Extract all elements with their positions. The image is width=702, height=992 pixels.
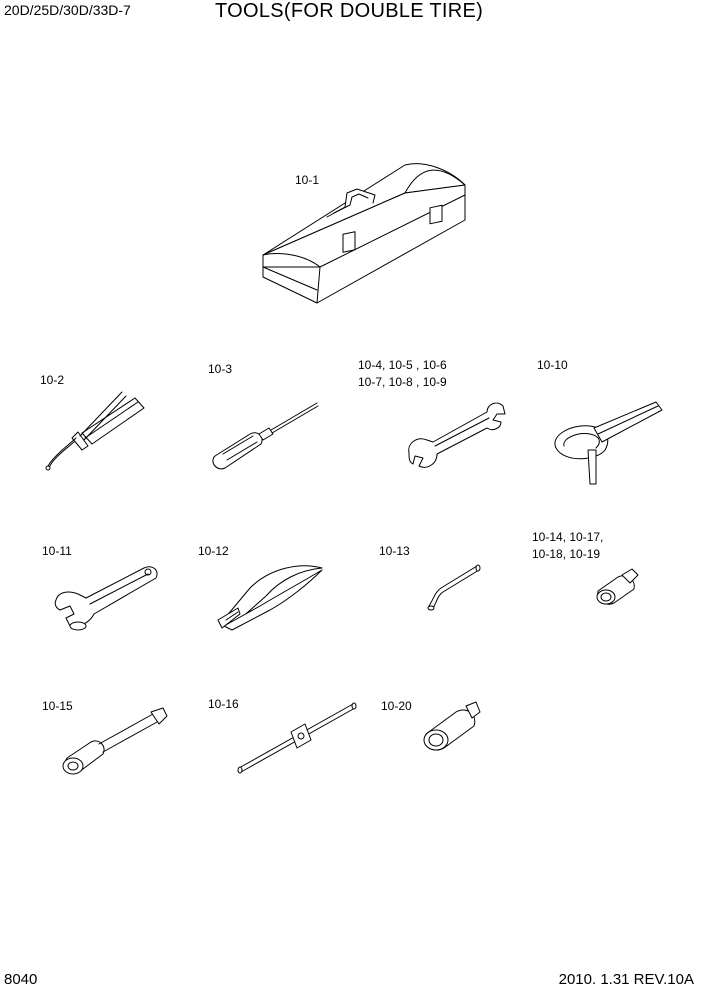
grease-gun-illustration (40, 388, 155, 478)
part-label-10-1: 10-1 (295, 173, 320, 187)
model-code: 20D/25D/30D/33D-7 (4, 2, 131, 18)
part-label-10-3: 10-3 (208, 362, 233, 376)
screwdriver-illustration (205, 400, 325, 475)
socket-small-illustration (592, 565, 642, 610)
part-label-10-11: 10-11 (42, 544, 72, 558)
filter-wrench-illustration (550, 398, 670, 488)
tool-box-illustration (255, 155, 475, 305)
page-title: TOOLS(FOR DOUBLE TIRE) (215, 0, 484, 22)
pin-bar-illustration (415, 560, 485, 620)
part-label-10-12: 10-12 (198, 544, 229, 558)
socket-large-illustration (420, 700, 485, 755)
revision-date: 2010. 1.31 REV.10A (558, 971, 694, 988)
part-label-10-20: 10-20 (381, 699, 412, 713)
part-label-10-15: 10-15 (42, 699, 73, 713)
part-label-10-14-17-18-19: 10-14, 10-17,10-18, 10-19 (532, 530, 604, 561)
extension-socket-illustration (55, 706, 175, 786)
adjustable-wrench-illustration (48, 562, 163, 637)
part-label-10-10: 10-10 (537, 358, 568, 372)
pliers-illustration (210, 558, 330, 633)
spanner-illustration (405, 398, 510, 470)
t-handle-illustration (235, 698, 360, 778)
part-label-10-2: 10-2 (40, 373, 65, 387)
page-number: 8040 (4, 971, 38, 988)
part-label-10-16: 10-16 (208, 697, 239, 711)
part-label-10-13: 10-13 (379, 544, 410, 558)
